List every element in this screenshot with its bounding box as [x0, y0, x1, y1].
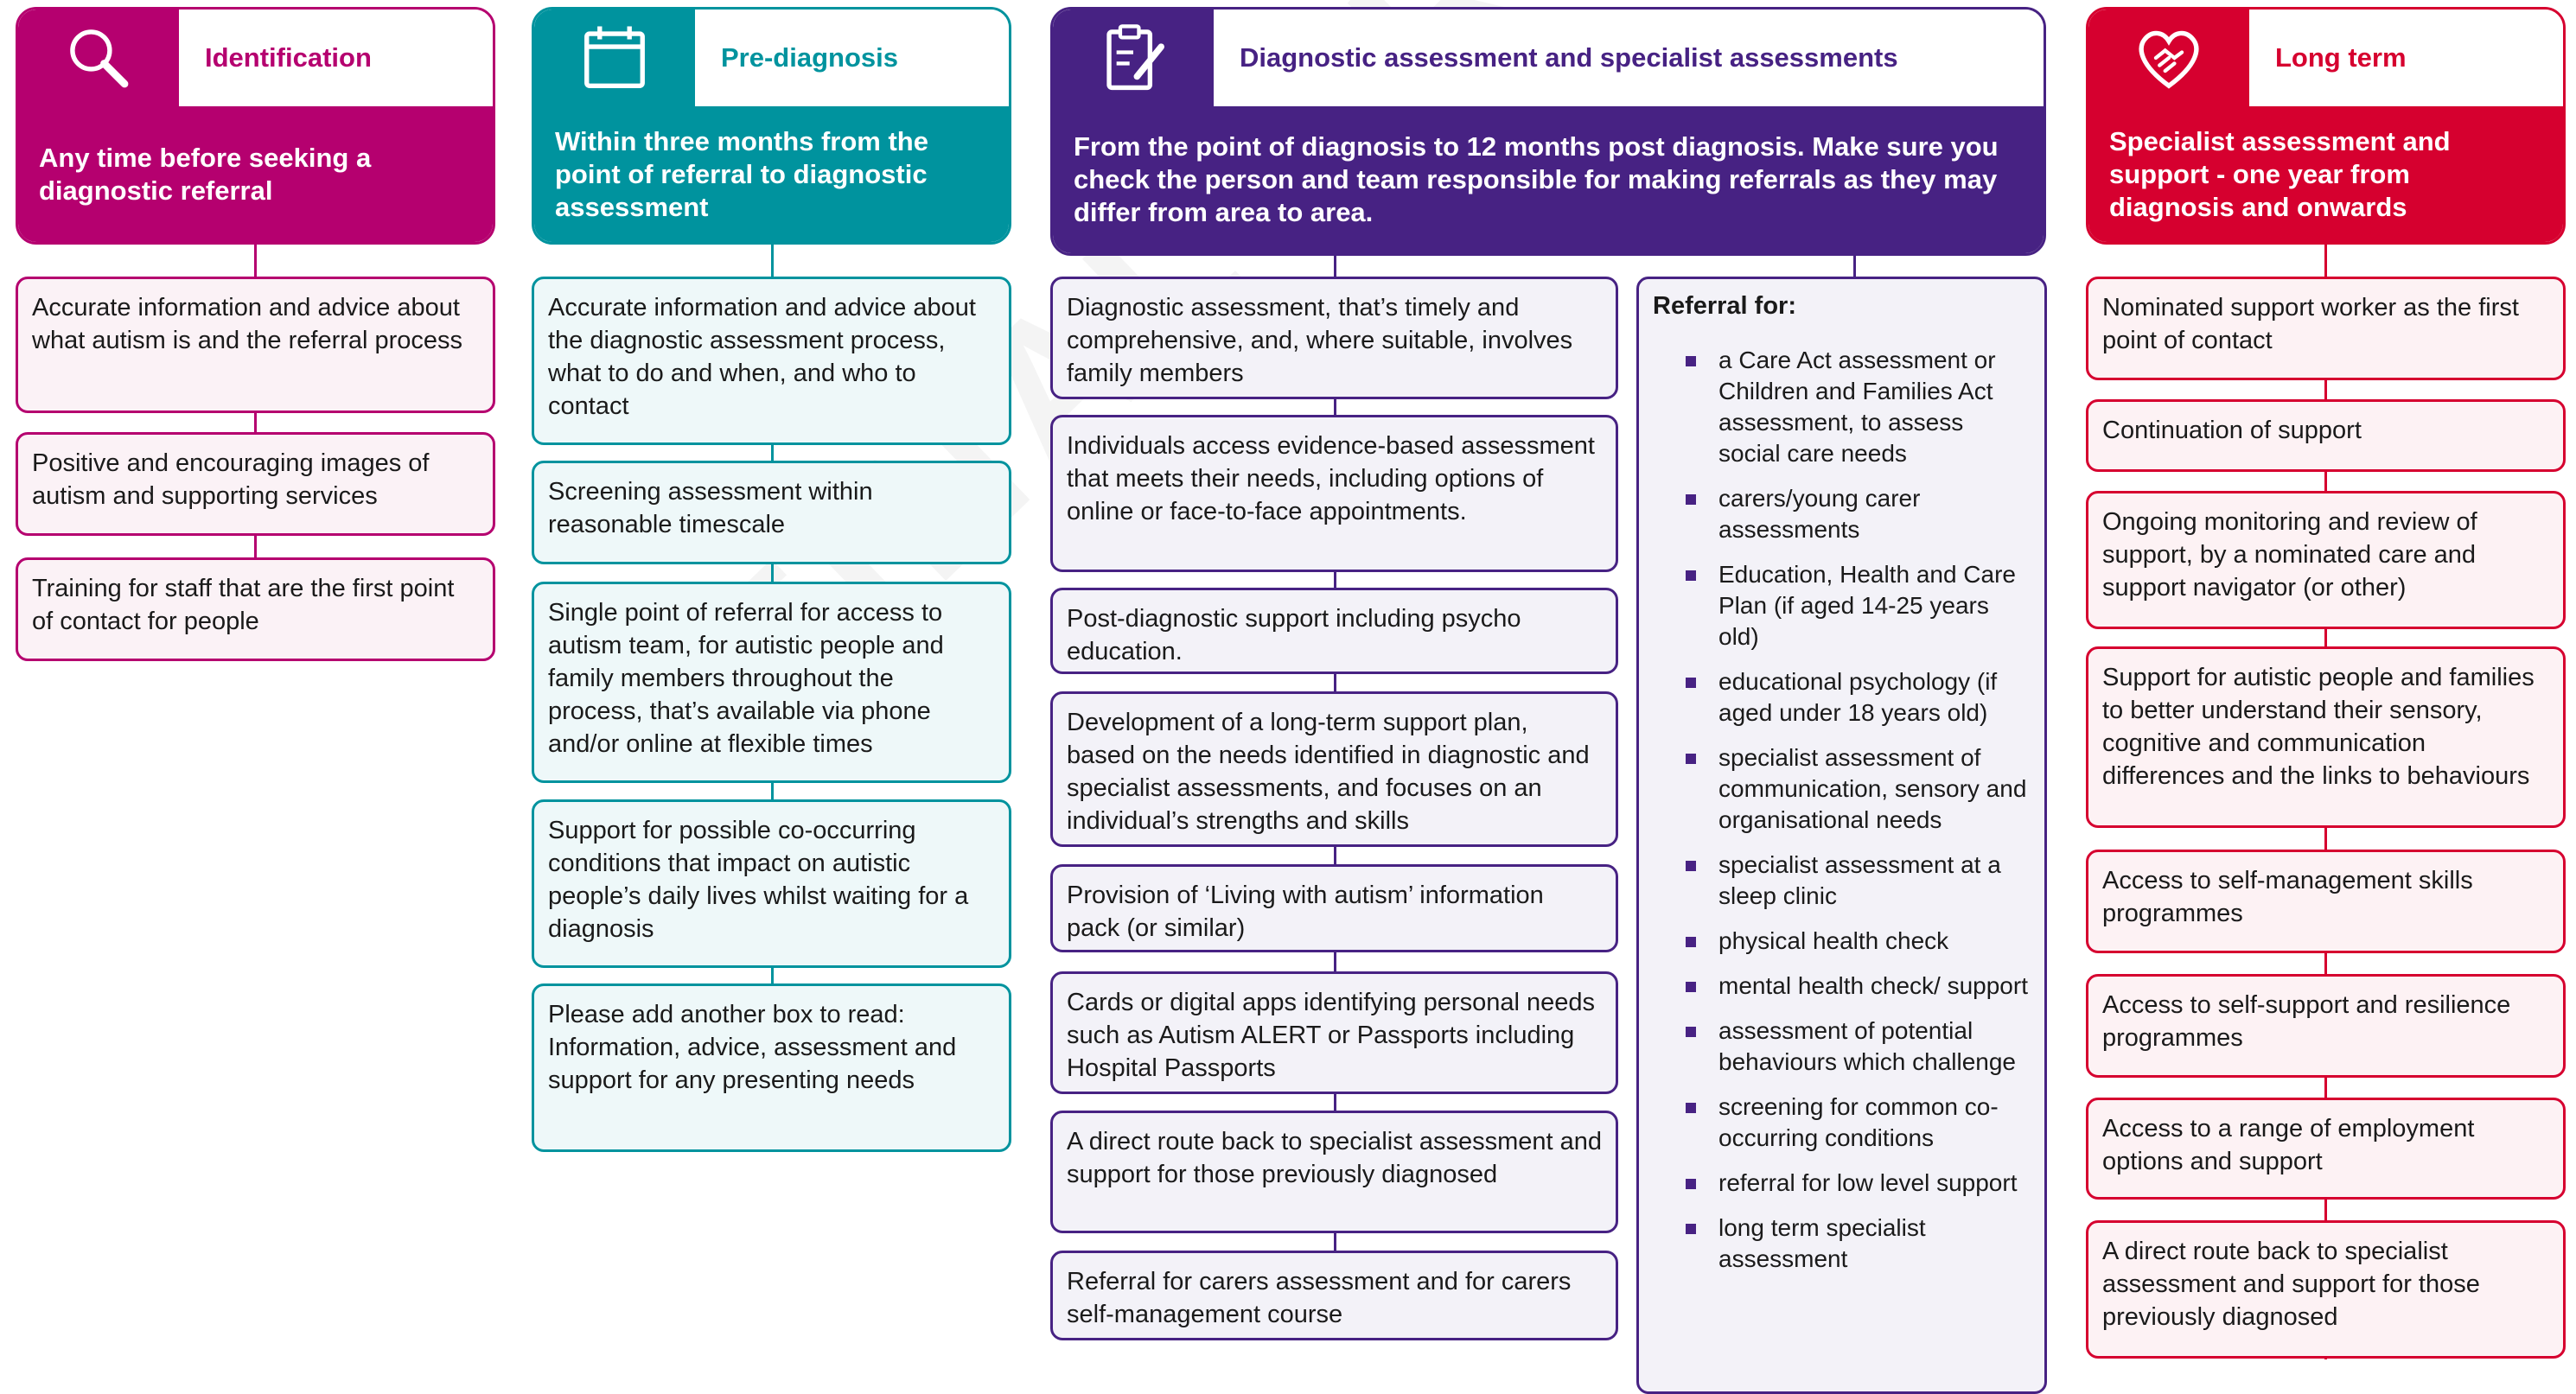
identification-title: Identification — [205, 42, 372, 73]
referral-item-text: physical health check — [1718, 927, 1949, 954]
longterm-box-2: Continuation of support — [2086, 399, 2566, 472]
referral-item-text: mental health check/ support — [1718, 972, 2028, 999]
referral-item-text: long term specialist assessment — [1718, 1214, 1926, 1272]
square-bullet-icon — [1686, 1027, 1696, 1037]
square-bullet-icon — [1686, 937, 1696, 947]
square-bullet-icon — [1686, 1179, 1696, 1189]
referral-item-text: assessment of potential behaviours which… — [1718, 1017, 2016, 1075]
referral-item: a Care Act assessment or Children and Fa… — [1653, 345, 2031, 469]
square-bullet-icon — [1686, 982, 1696, 992]
referral-item: assessment of potential behaviours which… — [1653, 1015, 2031, 1078]
referral-item-text: specialist assessment of communication, … — [1718, 744, 2027, 833]
diagnostic-title: Diagnostic assessment and specialist ass… — [1240, 42, 1898, 73]
referral-item-text: a Care Act assessment or Children and Fa… — [1718, 347, 1996, 467]
clipboard-pen-icon — [1053, 10, 1214, 106]
column-longterm: Long term Specialist assessment and supp… — [2086, 7, 2566, 245]
diagnostic-box-2: Individuals access evidence-based assess… — [1050, 415, 1618, 572]
referral-item-text: screening for common co-occurring condit… — [1718, 1093, 1999, 1151]
prediagnosis-header: Pre-diagnosis Within three months from t… — [532, 7, 1011, 245]
referral-item-text: specialist assessment at a sleep clinic — [1718, 851, 2001, 909]
prediagnosis-subtitle: Within three months from the point of re… — [534, 106, 1009, 242]
prediagnosis-title: Pre-diagnosis — [721, 42, 898, 73]
diagnostic-box-5: Provision of ‘Living with autism’ inform… — [1050, 864, 1618, 952]
prediagnosis-box-3: Single point of referral for access to a… — [532, 582, 1011, 783]
identification-box-2: Positive and encouraging images of autis… — [16, 432, 495, 536]
referral-item: Education, Health and Care Plan (if aged… — [1653, 559, 2031, 652]
connector-line — [1853, 256, 1856, 277]
referral-item: long term specialist assessment — [1653, 1213, 2031, 1275]
heart-handshake-icon — [2088, 10, 2249, 106]
prediagnosis-box-4: Support for possible co-occurring condit… — [532, 799, 1011, 968]
referral-item: educational psychology (if aged under 18… — [1653, 666, 2031, 729]
referral-item: carers/young carer assessments — [1653, 483, 2031, 545]
diagnostic-box-6: Cards or digital apps identifying person… — [1050, 971, 1618, 1094]
referral-item: specialist assessment of communication, … — [1653, 742, 2031, 836]
prediagnosis-box-2: Screening assessment within reasonable t… — [532, 461, 1011, 564]
referral-list: a Care Act assessment or Children and Fa… — [1653, 345, 2031, 1275]
diagnostic-box-3: Post-diagnostic support including psycho… — [1050, 588, 1618, 674]
magnifier-icon — [18, 10, 179, 106]
longterm-box-3: Ongoing monitoring and review of support… — [2086, 491, 2566, 629]
square-bullet-icon — [1686, 1224, 1696, 1234]
referral-item: referral for low level support — [1653, 1168, 2031, 1199]
column-prediagnosis: Pre-diagnosis Within three months from t… — [532, 7, 1011, 245]
square-bullet-icon — [1686, 570, 1696, 581]
referral-item-text: educational psychology (if aged under 18… — [1718, 668, 1998, 726]
prediagnosis-box-1: Accurate information and advice about th… — [532, 277, 1011, 445]
diagnostic-box-7: A direct route back to specialist assess… — [1050, 1111, 1618, 1233]
longterm-title: Long term — [2275, 42, 2407, 73]
diagnostic-box-1: Diagnostic assessment, that’s timely and… — [1050, 277, 1618, 399]
referral-item-text: Education, Health and Care Plan (if aged… — [1718, 561, 2016, 650]
square-bullet-icon — [1686, 356, 1696, 366]
longterm-box-7: Access to a range of employment options … — [2086, 1098, 2566, 1200]
square-bullet-icon — [1686, 861, 1696, 871]
referral-box: Referral for: a Care Act assessment or C… — [1636, 277, 2047, 1394]
prediagnosis-box-5: Please add another box to read: Informat… — [532, 983, 1011, 1152]
diagnostic-header: Diagnostic assessment and specialist ass… — [1050, 7, 2046, 256]
longterm-box-5: Access to self-management skills program… — [2086, 850, 2566, 953]
diagnostic-box-4: Development of a long-term support plan,… — [1050, 691, 1618, 847]
square-bullet-icon — [1686, 678, 1696, 688]
identification-box-3: Training for staff that are the first po… — [16, 557, 495, 661]
referral-item: physical health check — [1653, 926, 2031, 957]
referral-item: specialist assessment at a sleep clinic — [1653, 850, 2031, 912]
referral-item: mental health check/ support — [1653, 971, 2031, 1002]
square-bullet-icon — [1686, 1103, 1696, 1113]
square-bullet-icon — [1686, 494, 1696, 505]
referral-item-text: referral for low level support — [1718, 1169, 2018, 1196]
longterm-box-4: Support for autistic people and families… — [2086, 646, 2566, 828]
longterm-box-1: Nominated support worker as the first po… — [2086, 277, 2566, 380]
longterm-box-8: A direct route back to specialist assess… — [2086, 1220, 2566, 1359]
identification-box-1: Accurate information and advice about wh… — [16, 277, 495, 413]
diagnostic-box-8: Referral for carers assessment and for c… — [1050, 1251, 1618, 1340]
referral-title: Referral for: — [1653, 292, 1796, 320]
referral-item: screening for common co-occurring condit… — [1653, 1092, 2031, 1154]
referral-item-text: carers/young carer assessments — [1718, 485, 1921, 543]
identification-header: Identification Any time before seeking a… — [16, 7, 495, 245]
calendar-icon — [534, 10, 695, 106]
longterm-subtitle: Specialist assessment and support - one … — [2088, 106, 2563, 242]
diagnostic-subtitle: From the point of diagnosis to 12 months… — [1053, 106, 2044, 253]
square-bullet-icon — [1686, 754, 1696, 764]
column-diagnostic: Diagnostic assessment and specialist ass… — [1050, 7, 2046, 256]
identification-subtitle: Any time before seeking a diagnostic ref… — [18, 106, 493, 242]
column-identification: Identification Any time before seeking a… — [16, 7, 495, 245]
longterm-box-6: Access to self-support and resilience pr… — [2086, 974, 2566, 1078]
longterm-header: Long term Specialist assessment and supp… — [2086, 7, 2566, 245]
